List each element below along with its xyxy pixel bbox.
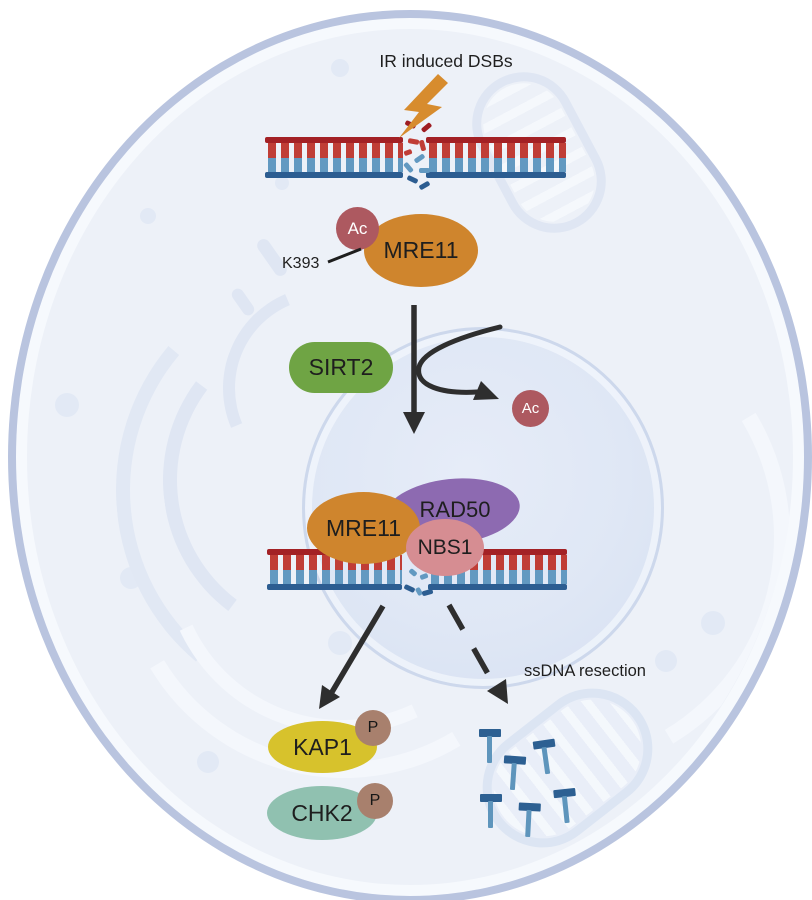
mre11-label: MRE11 xyxy=(326,514,401,541)
vesicle-dot xyxy=(140,208,156,224)
sirt2-label: SIRT2 xyxy=(308,354,374,380)
ssdna-stem xyxy=(487,736,492,763)
phospho-mark: P xyxy=(357,783,393,819)
figure-title: IR induced DSBs xyxy=(379,51,513,71)
ssdna-fragment xyxy=(480,794,502,830)
sirt2-protein: SIRT2 xyxy=(289,342,393,393)
acetyl-label: Ac xyxy=(521,400,540,417)
mre11-protein: MRE11 xyxy=(364,214,478,287)
dna-backbone-bottom xyxy=(428,584,567,590)
vesicle-dot xyxy=(331,59,349,77)
dna-backbone-top xyxy=(265,137,403,143)
vesicle-dot xyxy=(655,650,677,672)
vesicle-dot xyxy=(197,751,219,773)
ssdna-fragment xyxy=(479,729,501,765)
rad50-label: RAD50 xyxy=(419,497,491,522)
ssdna-cap xyxy=(479,729,501,737)
released-acetyl-mark: Ac xyxy=(512,390,549,427)
dna-base-pairs xyxy=(426,143,566,172)
mre11-label: MRE11 xyxy=(383,237,459,263)
phospho-label: P xyxy=(369,792,381,809)
ssdna-fragment xyxy=(553,787,579,826)
ssdna-fragment xyxy=(517,802,541,839)
ssdna-stem xyxy=(541,746,551,775)
ssdna-fragment xyxy=(502,755,527,792)
k393-site-label: K393 xyxy=(282,255,320,272)
dna-backbone-top xyxy=(428,549,567,555)
dna-fragment xyxy=(419,168,430,173)
vesicle-dot xyxy=(120,567,142,589)
dna-backbone-bottom xyxy=(426,172,566,178)
ssdna-resection-label: ssDNA resection xyxy=(524,662,646,680)
phospho-mark: P xyxy=(355,710,391,746)
dna-backbone-bottom xyxy=(267,584,402,590)
vesicle-dot xyxy=(701,611,725,635)
mre11-protein: MRE11 xyxy=(307,492,420,564)
ssdna-stem xyxy=(488,801,493,828)
dna-backbone-top xyxy=(426,137,566,143)
nbs1-label: NBS1 xyxy=(417,535,473,559)
nbs1-protein: NBS1 xyxy=(406,519,484,576)
vesicle-dot xyxy=(275,176,289,190)
ssdna-stem xyxy=(509,762,517,791)
dna-strand-right xyxy=(426,137,566,178)
kap1-label: KAP1 xyxy=(293,733,352,760)
dna-strand-left xyxy=(265,137,403,178)
ssdna-stem xyxy=(525,809,532,838)
ssdna-stem xyxy=(561,795,570,824)
acetyl-label: Ac xyxy=(347,218,368,238)
phospho-label: P xyxy=(367,719,379,736)
vesicle-dot xyxy=(55,393,79,417)
acetyl-mark: Ac xyxy=(336,207,379,250)
dna-base-pairs xyxy=(265,143,403,172)
chk2-label: CHK2 xyxy=(291,799,353,826)
dna-backbone-bottom xyxy=(265,172,403,178)
ssdna-cap xyxy=(480,794,502,802)
